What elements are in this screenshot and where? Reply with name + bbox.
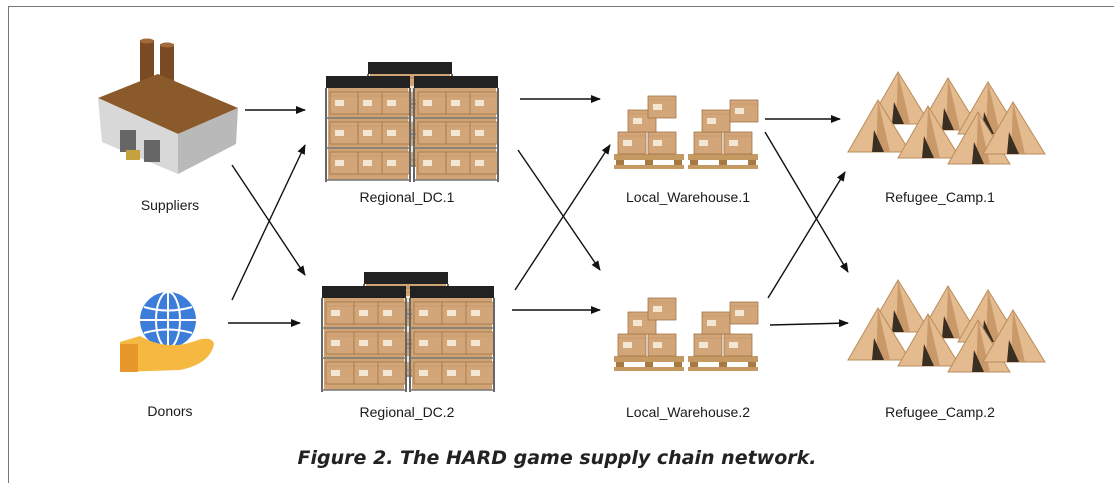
node-label-regional-dc-2: Regional_DC.2	[359, 404, 455, 420]
node-label-refugee-camp-2: Refugee_Camp.2	[885, 404, 995, 420]
node-label-refugee-camp-1: Refugee_Camp.1	[885, 189, 995, 205]
node-label-regional-dc-1: Regional_DC.1	[359, 189, 455, 205]
tents-icon-camp1	[848, 72, 1045, 164]
globe-in-hand-icon	[120, 291, 214, 372]
box-pallet-icon-lw2	[614, 298, 758, 371]
flow-arrows	[228, 95, 849, 328]
node-label-donors: Donors	[147, 403, 193, 419]
figure-frame-left	[8, 6, 9, 483]
arrow-lw2-to-camp1	[767, 171, 846, 299]
box-pallet-icon-lw1	[614, 96, 758, 169]
node-label-local-warehouse-2: Local_Warehouse.2	[625, 404, 751, 420]
factory-icon	[98, 38, 238, 174]
node-label-suppliers: Suppliers	[140, 197, 200, 213]
figure-frame-top	[8, 6, 1114, 7]
pallet-rack-icon-dc1	[326, 62, 498, 182]
arrow-dc1-to-lw2	[517, 149, 601, 271]
arrow-lw1-to-camp2	[764, 131, 849, 273]
node-label-local-warehouse-1: Local_Warehouse.1	[625, 189, 751, 205]
arrow-suppliers-to-dc2	[231, 164, 306, 276]
figure-caption: Figure 2. The HARD game supply chain net…	[297, 447, 817, 469]
arrow-dc2-to-lw1	[514, 144, 611, 291]
arrow-lw2-to-camp2	[769, 319, 849, 328]
arrow-donors-to-dc1	[231, 144, 306, 301]
pallet-rack-icon-dc2	[322, 272, 494, 392]
tents-icon-camp2	[848, 280, 1045, 372]
